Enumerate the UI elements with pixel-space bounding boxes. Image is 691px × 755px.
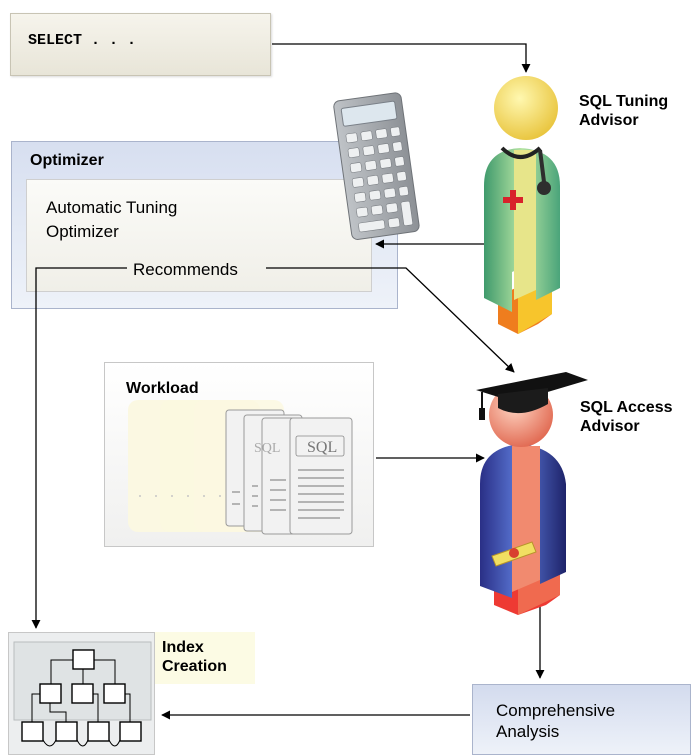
index-tree-icon [13, 641, 152, 747]
comprehensive-analysis-label-line2: Analysis [496, 722, 560, 741]
sql-tuning-advisor-figure [484, 76, 560, 334]
workload-documents: SQL SQL [128, 400, 353, 535]
recommends-label: Recommends [131, 260, 240, 280]
sql-tuning-advisor-label-line1: SQL Tuning [579, 93, 669, 110]
arrow-recommends-to-access-advisor [266, 267, 515, 373]
automatic-tuning-optimizer-label-line2: Optimizer [46, 222, 119, 241]
index-creation-label-line1: Index [162, 639, 204, 656]
index-creation-label-background [155, 632, 255, 684]
faded-document-text: SQL [254, 441, 280, 456]
sql-access-advisor-label-line1: SQL Access [580, 399, 673, 416]
select-statement-box [10, 13, 271, 76]
comprehensive-analysis-label-line1: Comprehensive [496, 701, 616, 720]
calculator-icon [333, 92, 420, 240]
index-creation-label-line2: Creation [162, 658, 227, 675]
workload-document-sql-text: SQL [307, 439, 337, 456]
arrow-recommends-left-down [31, 267, 127, 629]
arrow-select-to-tuning-advisor [272, 43, 531, 73]
workload-title: Workload [126, 380, 199, 397]
automatic-tuning-optimizer-label-line1: Automatic Tuning [46, 198, 178, 217]
optimizer-title: Optimizer [30, 152, 104, 169]
sql-access-advisor-label-line2: Advisor [580, 418, 640, 435]
sql-tuning-advisor-label-line2: Advisor [579, 112, 639, 129]
sql-access-advisor-figure [476, 372, 588, 615]
select-statement-text: SELECT . . . [28, 32, 137, 49]
